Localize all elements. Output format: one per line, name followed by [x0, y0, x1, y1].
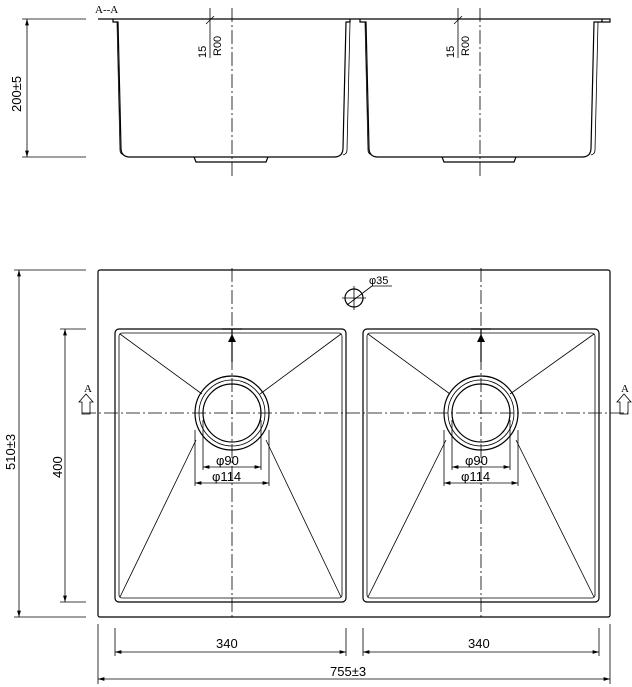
overall-height-dimension: 510±3: [3, 269, 86, 618]
right-bowl-width-label: 340: [468, 636, 490, 651]
right-slope-arrow: [471, 328, 491, 362]
overall-width-dimension: 755±3: [97, 624, 611, 684]
right-radius-callout: 15 R00: [445, 8, 472, 58]
section-left-bowl: [112, 19, 351, 158]
section-rim: [98, 18, 611, 23]
right-drain-outer-label: φ114: [461, 469, 490, 484]
depth-dimension: 200±5: [9, 18, 86, 158]
section-marker-right-label: A: [621, 383, 629, 395]
faucet-hole-label: φ35: [369, 275, 388, 287]
section-left-drain: [193, 156, 269, 163]
section-right-drain: [441, 156, 517, 163]
section-left-wall-inner: [116, 21, 351, 156]
bowl-height-label: 400: [50, 456, 65, 478]
left-radius-label: 15: [197, 46, 209, 58]
left-slope-arrow: [222, 328, 242, 362]
left-drain-dimensions: φ90 φ114: [194, 420, 270, 486]
left-drain-inner-label: φ90: [216, 453, 239, 468]
section-marker-left: A: [78, 383, 94, 415]
left-radius-callout: 15 R00: [197, 8, 224, 58]
section-marker-left-label: A: [84, 383, 92, 395]
left-bowl-width-dimension: 340: [114, 628, 347, 656]
faucet-hole: φ35: [342, 275, 392, 310]
section-right-wall-inner: [364, 21, 599, 156]
left-radius-value: R00: [212, 36, 224, 56]
left-bowl-width-label: 340: [216, 636, 238, 651]
right-bowl-width-dimension: 340: [362, 628, 600, 656]
right-drain-dimensions: φ90 φ114: [443, 420, 519, 486]
right-drain-inner-label: φ90: [465, 453, 488, 468]
section-right-bowl: [359, 19, 602, 158]
left-bowl-inner-outline: [118, 332, 343, 599]
overall-height-label: 510±3: [3, 434, 18, 470]
sink-outer-flange: [97, 269, 611, 618]
plan-view: φ35 A A φ90 φ114: [3, 268, 632, 684]
section-view: A--A 15 R00 15 R00: [9, 4, 611, 176]
overall-width-label: 755±3: [330, 664, 366, 679]
section-label: A--A: [95, 4, 118, 16]
right-radius-value: R00: [460, 36, 472, 56]
left-drain-outer-label: φ114: [212, 469, 241, 484]
depth-dimension-label: 200±5: [9, 76, 24, 112]
section-marker-right: A: [616, 383, 632, 415]
bowl-height-dimension: 400: [50, 328, 86, 603]
right-radius-label: 15: [445, 46, 457, 58]
